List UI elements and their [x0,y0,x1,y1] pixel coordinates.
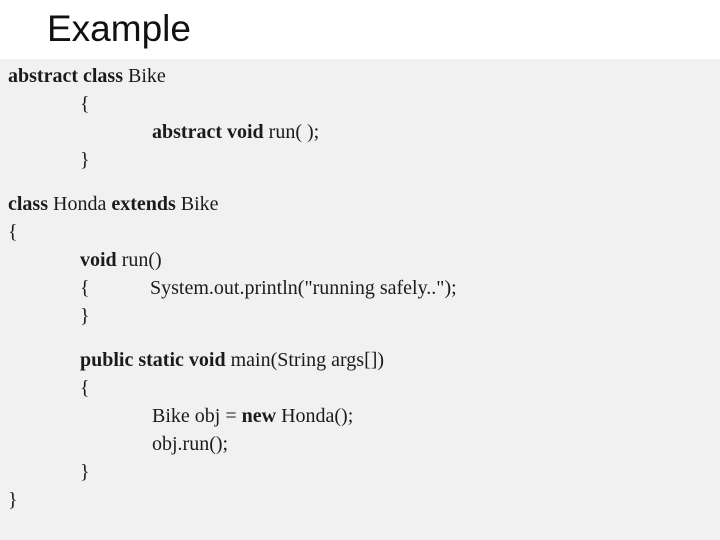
code-line: Bike obj = new Honda(); [8,402,720,430]
code-text: Bike obj = [152,405,242,427]
code-line: class Honda extends Bike [8,190,720,218]
code-line: obj.run(); [8,430,720,458]
code-line: } [8,458,720,486]
code-text: Honda [53,193,112,215]
code-text: { [80,377,90,399]
code-keyword: void [80,249,122,271]
code-text: run() [121,249,162,271]
code-text: main(String args[]) [230,349,385,371]
code-text: Bike [127,65,166,87]
code-text: { [80,277,90,299]
code-blank-line [8,174,720,190]
code-line: { [8,218,720,246]
code-line: } [8,146,720,174]
code-line: abstract class Bike [8,62,720,90]
code-text: { [8,221,18,243]
code-line: { System.out.println("running safely.."); [8,274,720,302]
code-line: public static void main(String args[]) [8,346,720,374]
code-line: } [8,486,720,514]
code-text: } [80,305,90,327]
code-line: } [8,302,720,330]
code-text: System.out.println("running safely.."); [150,277,457,299]
code-blank-line [8,330,720,346]
code-block: abstract class Bike { abstract void run( )… [0,59,720,540]
code-text: { [80,93,90,115]
code-keyword: class [8,193,53,215]
code-text: } [80,149,90,171]
slide-title: Example [47,8,191,49]
code-line: { [8,374,720,402]
code-text: run( ); [268,121,320,143]
code-keyword: public static void [80,349,231,371]
code-keyword: extends [111,193,181,215]
code-line: void run() [8,246,720,274]
code-keyword: abstract void [152,121,269,143]
code-line: { [8,90,720,118]
code-line: abstract void run( ); [8,118,720,146]
code-text: } [8,489,18,511]
code-text: obj.run(); [152,433,229,455]
code-text: Honda(); [281,405,354,427]
code-keyword: abstract class [8,65,128,87]
code-keyword: new [241,405,282,427]
code-text: } [80,461,90,483]
code-text: Bike [180,193,219,215]
